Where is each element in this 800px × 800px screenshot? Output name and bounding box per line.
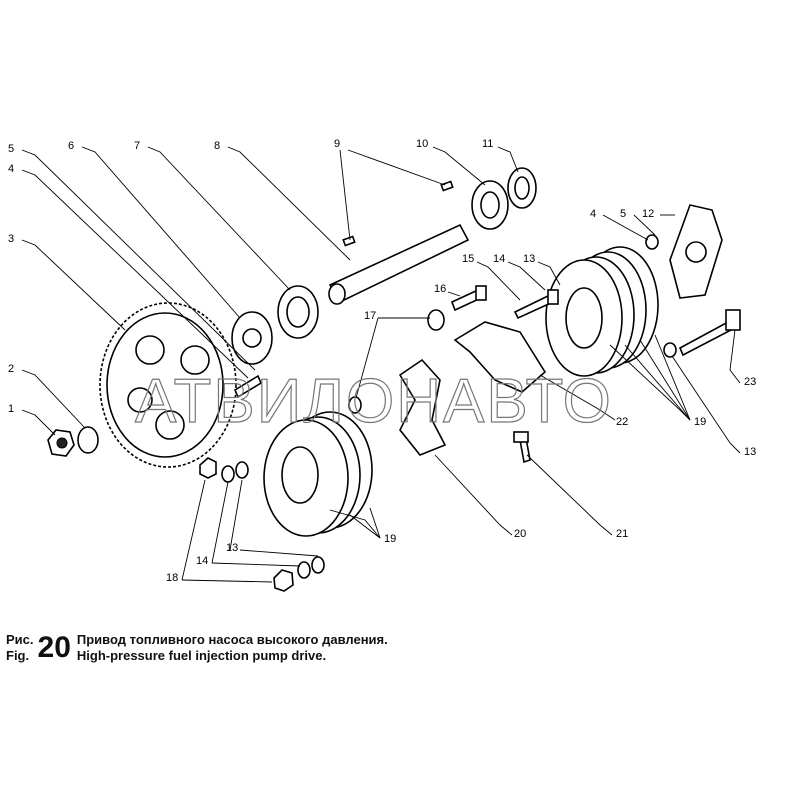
disk-pack	[263, 411, 373, 537]
callout: 2	[8, 363, 14, 375]
callout: 14	[493, 253, 505, 265]
disk-pack	[545, 246, 659, 377]
lever	[398, 358, 447, 456]
watermark: АТВИЛОНАВТО	[135, 367, 613, 436]
caption-prefix-ru: Рис.	[6, 632, 34, 647]
caption-prefix-en: Fig.	[6, 648, 30, 663]
callout: 16	[434, 283, 446, 295]
bolt	[450, 285, 487, 312]
key	[440, 180, 454, 192]
callout: 13	[523, 253, 535, 265]
washer	[235, 461, 249, 479]
bolt	[678, 309, 741, 357]
bracket	[453, 321, 547, 393]
washer	[311, 556, 325, 574]
washer	[348, 396, 362, 414]
callout: 17	[364, 310, 376, 322]
callout: 19	[694, 416, 706, 428]
bolt	[233, 374, 263, 399]
callout: 1	[8, 403, 14, 415]
callout: 10	[416, 138, 428, 150]
callout: 20	[514, 528, 526, 540]
washer	[297, 561, 311, 579]
leader-lines	[21, 146, 741, 583]
caption-title-ru: Привод топливного насоса высокого давлен…	[76, 632, 388, 647]
callout: 13	[226, 542, 238, 554]
callout: 4	[8, 163, 14, 175]
lock-washer	[77, 426, 99, 454]
callout: 14	[196, 555, 208, 567]
bolt	[513, 431, 531, 464]
callout: 7	[134, 140, 140, 152]
callout: 5	[8, 143, 14, 155]
washer	[221, 465, 235, 483]
callout: 22	[616, 416, 628, 428]
callout: 15	[462, 253, 474, 265]
figure-number: 20	[37, 631, 71, 664]
nut	[273, 569, 294, 592]
drive-gear	[99, 302, 237, 468]
callout: 11	[482, 138, 493, 150]
callout: 23	[744, 376, 756, 388]
callout: 9	[334, 138, 340, 150]
caption-title-en: High-pressure fuel injection pump drive.	[76, 648, 327, 663]
washer	[663, 342, 677, 358]
shaft	[328, 223, 470, 305]
callout: 19	[384, 533, 396, 545]
callout: 8	[214, 140, 220, 152]
callout: 21	[616, 528, 628, 540]
washer	[427, 309, 445, 331]
exploded-view-diagram: АТВИЛОНАВТО 5 4 6 7 8 9 10 11 4 5 12 3 1…	[8, 138, 756, 592]
callout: 5	[620, 208, 626, 220]
key	[342, 235, 356, 247]
callout: 4	[590, 208, 596, 220]
callout: 13	[744, 446, 756, 458]
callout: 18	[166, 572, 178, 584]
bearing	[277, 285, 319, 339]
callout: 3	[8, 233, 14, 245]
callout: 12	[642, 208, 654, 220]
nut	[199, 457, 217, 479]
washer	[645, 234, 659, 250]
callout: 6	[68, 140, 74, 152]
bolt	[513, 289, 559, 320]
figure-caption: Рис. Fig. 20 Привод топливного насоса вы…	[6, 632, 388, 664]
